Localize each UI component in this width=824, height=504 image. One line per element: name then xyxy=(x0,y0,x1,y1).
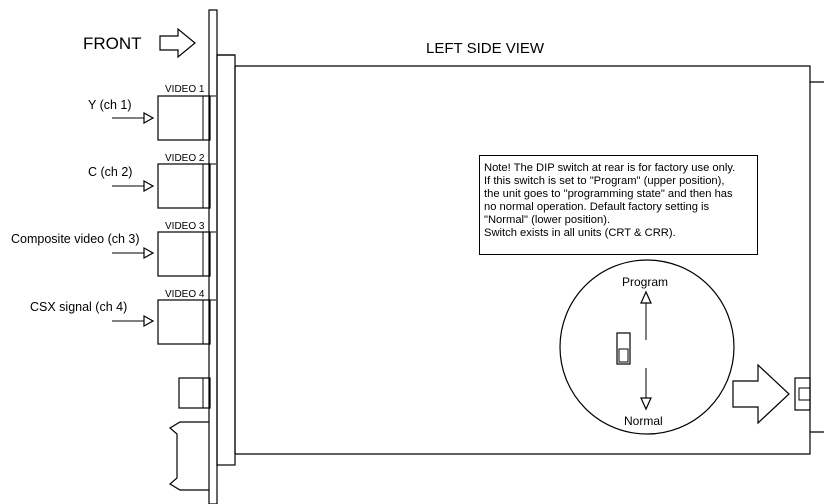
note-line: the unit goes to "programming state" and… xyxy=(484,188,733,200)
video-3-arrow-icon xyxy=(143,246,155,260)
rear-switch-arrow-icon xyxy=(732,363,790,425)
front-arrow-icon xyxy=(159,27,196,59)
video-input-2: VIDEO 2 C (ch 2) xyxy=(88,153,216,209)
program-position-label: Program xyxy=(622,275,668,289)
video-input-4: VIDEO 4 CSX signal (ch 4) xyxy=(30,289,216,345)
aux-connector xyxy=(178,377,211,409)
video-1-connector-label: VIDEO 1 xyxy=(165,84,205,95)
video-2-arrow-icon xyxy=(143,179,155,193)
video-input-3: VIDEO 3 Composite video (ch 3) xyxy=(11,221,216,277)
rear-connector xyxy=(794,377,811,411)
front-panel-flange xyxy=(216,54,236,466)
video-4-connector-label: VIDEO 4 xyxy=(165,289,205,300)
video-4-signal-label: CSX signal (ch 4) xyxy=(30,300,127,314)
circuit-board-outline xyxy=(235,65,824,83)
video-1-connector xyxy=(157,95,211,141)
circuit-board-bottom xyxy=(235,431,824,455)
video-1-arrow-icon xyxy=(143,111,155,125)
video-4-arrow-icon xyxy=(143,314,155,328)
video-1-signal-label: Y (ch 1) xyxy=(88,98,132,112)
note-line: "Normal" (lower position). xyxy=(484,214,611,226)
video-2-connector xyxy=(157,163,211,209)
video-3-connector xyxy=(157,231,211,277)
front-label: FRONT xyxy=(83,34,142,53)
diagram-title: LEFT SIDE VIEW xyxy=(426,40,545,57)
note-line: no normal operation. Default factory set… xyxy=(484,201,710,213)
note-line: Switch exists in all units (CRT & CRR). xyxy=(484,227,676,239)
video-3-signal-label: Composite video (ch 3) xyxy=(11,232,140,246)
video-input-1: VIDEO 1 Y (ch 1) xyxy=(88,84,216,141)
dsub-connector xyxy=(168,421,209,491)
dip-switch-detail-circle xyxy=(559,259,735,435)
video-4-connector xyxy=(157,299,211,345)
video-3-connector-label: VIDEO 3 xyxy=(165,221,205,232)
rear-connector-pin xyxy=(798,387,811,401)
dip-switch-toggle xyxy=(618,348,629,363)
dip-switch-body xyxy=(616,332,631,365)
note-line: Note! The DIP switch at rear is for fact… xyxy=(484,162,736,174)
note-line: If this switch is set to "Program" (uppe… xyxy=(484,175,725,187)
dip-switch-note: Note! The DIP switch at rear is for fact… xyxy=(479,155,758,255)
up-arrow-icon xyxy=(640,290,652,304)
video-2-signal-label: C (ch 2) xyxy=(88,165,132,179)
down-arrow-icon xyxy=(640,397,652,411)
video-2-connector-label: VIDEO 2 xyxy=(165,153,205,164)
normal-position-label: Normal xyxy=(624,414,663,428)
